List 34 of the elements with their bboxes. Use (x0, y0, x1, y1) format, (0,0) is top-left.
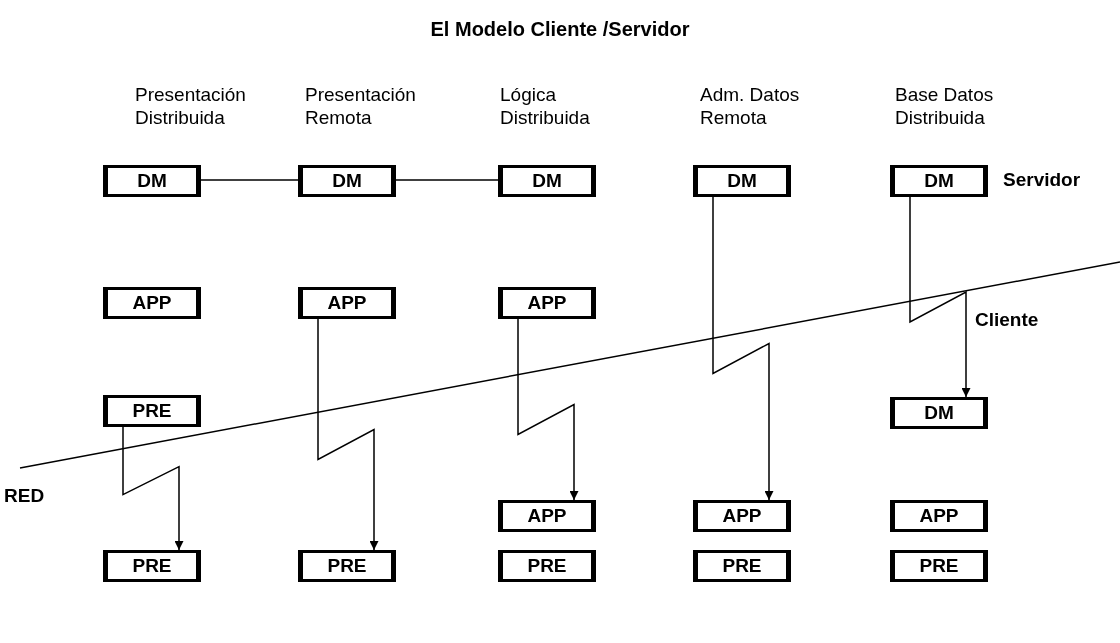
layer-box: APP (298, 287, 396, 319)
layer-box: DM (693, 165, 791, 197)
layer-box: DM (103, 165, 201, 197)
zone-label: Servidor (1003, 168, 1082, 191)
zone-label: RED (4, 484, 46, 507)
layer-box: PRE (498, 550, 596, 582)
layer-box: DM (890, 165, 988, 197)
arrow (122, 426, 184, 551)
arrow (712, 196, 774, 501)
arrow (517, 318, 579, 501)
arrow (909, 196, 971, 398)
layer-box: DM (498, 165, 596, 197)
layer-box: APP (693, 500, 791, 532)
column-heading: Presentación Remota (305, 83, 417, 129)
column-heading: Base Datos Distribuida (895, 83, 995, 129)
column-heading: Lógica Distribuida (500, 83, 591, 129)
layer-box: APP (103, 287, 201, 319)
layer-box: PRE (693, 550, 791, 582)
layer-box: APP (498, 287, 596, 319)
column-heading: Presentación Distribuida (135, 83, 247, 129)
layer-box: PRE (103, 550, 201, 582)
layer-box: PRE (890, 550, 988, 582)
arrow (317, 318, 379, 551)
connector-line (200, 179, 299, 181)
column-heading: Adm. Datos Remota (700, 83, 801, 129)
layer-box: APP (498, 500, 596, 532)
zone-label: Cliente (975, 308, 1040, 331)
layer-box: APP (890, 500, 988, 532)
layer-box: DM (298, 165, 396, 197)
layer-box: DM (890, 397, 988, 429)
layer-box: PRE (298, 550, 396, 582)
layer-box: PRE (103, 395, 201, 427)
connector-line (395, 179, 499, 181)
diagram-title: El Modelo Cliente /Servidor (429, 18, 691, 41)
